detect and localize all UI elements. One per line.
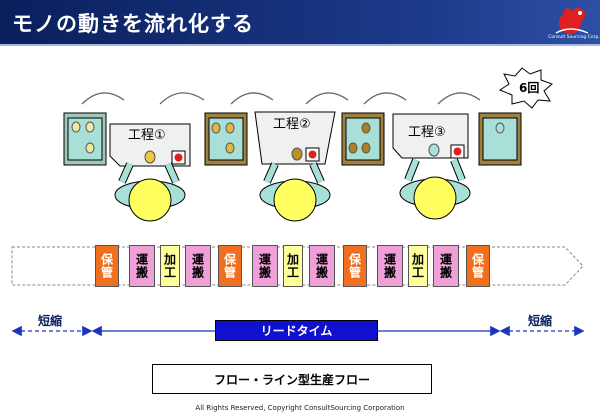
worker-1: [114, 162, 186, 222]
logo-text: Consult Sourcing Corp.: [548, 35, 600, 40]
logo-icon: [555, 7, 589, 34]
flow-step-storage: 保管: [466, 245, 490, 287]
flow-step-transport: 運搬: [129, 245, 155, 287]
flow-type-label: フロー・ライン型生産フロー: [152, 364, 432, 394]
flow-step-storage: 保管: [343, 245, 367, 287]
flow-step-process: 加工: [283, 245, 303, 287]
flow-step-transport: 運搬: [252, 245, 278, 287]
flow-step-process: 加工: [408, 245, 428, 287]
count-burst: [498, 67, 553, 109]
worker-2: [259, 162, 331, 222]
storage-shelf-3: [341, 112, 385, 166]
process-label-3: 工程③: [408, 125, 446, 140]
workbench-3: [392, 113, 469, 159]
transfer-arrow: [305, 92, 349, 105]
transfer-arrow: [81, 92, 125, 105]
flow-step-storage: 保管: [95, 245, 119, 287]
transfer-arrow: [437, 92, 481, 105]
title-bar: モノの動きを流れ化する Consult Sourcing Corp.: [0, 0, 600, 44]
flow-step-transport: 運搬: [377, 245, 403, 287]
flow-step-process: 加工: [160, 245, 180, 287]
transfer-arrow: [363, 92, 407, 105]
title-divider: [0, 44, 600, 46]
flow-step-storage: 保管: [218, 245, 242, 287]
page-title: モノの動きを流れ化する: [12, 12, 254, 36]
transfer-arrow: [159, 92, 205, 105]
process-label-2: 工程②: [273, 117, 311, 132]
storage-shelf-1: [63, 112, 107, 166]
workbench-2: [254, 111, 336, 165]
worker-3: [399, 158, 471, 220]
workbench-1: [109, 123, 191, 167]
short-label-left: 短縮: [38, 314, 63, 328]
flow-step-transport: 運搬: [433, 245, 459, 287]
company-logo: Consult Sourcing Corp.: [548, 3, 600, 43]
count-burst-label: 6回: [519, 81, 540, 95]
storage-shelf-2: [204, 112, 248, 166]
flow-step-transport: 運搬: [309, 245, 335, 287]
storage-shelf-4: [478, 112, 522, 166]
short-label-right: 短縮: [528, 314, 553, 328]
footer-copyright: All Rights Reserved, Copyright ConsultSo…: [195, 404, 405, 412]
flow-step-transport: 運搬: [185, 245, 211, 287]
transfer-arrows: [81, 92, 481, 105]
process-label-1: 工程①: [128, 128, 166, 143]
transfer-arrow: [230, 92, 274, 105]
lead-time-label: リードタイム: [215, 320, 378, 341]
